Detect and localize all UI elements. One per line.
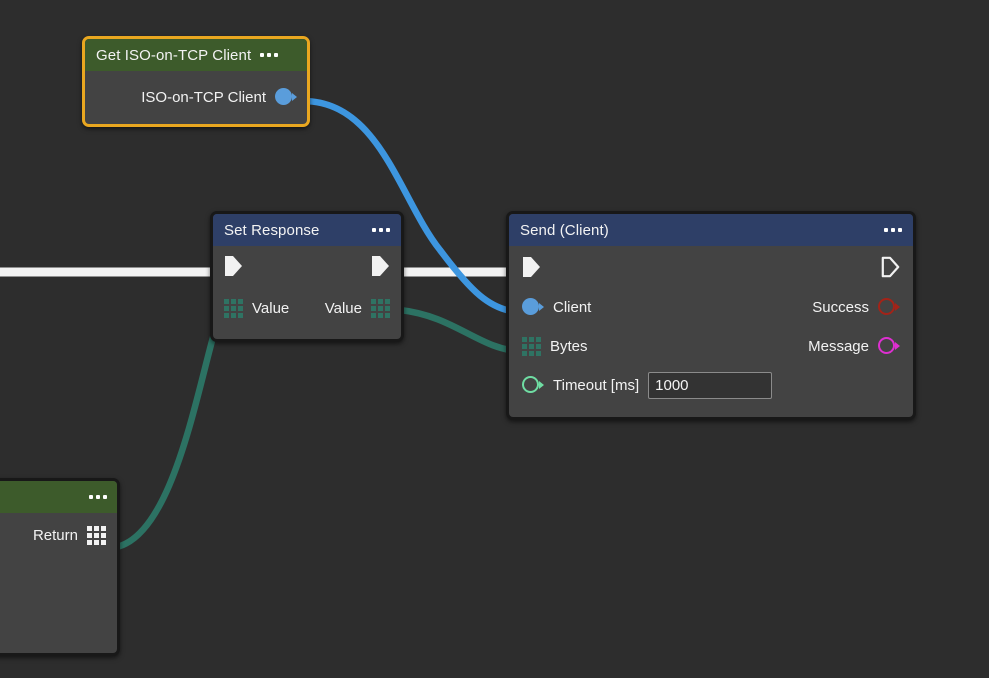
wire-return-to-send-bytes <box>106 302 524 552</box>
pin-label-input: Value <box>252 299 290 317</box>
exec-arrow-outline-icon[interactable] <box>881 256 900 278</box>
grid-3x3-teal-icon[interactable] <box>522 337 541 356</box>
pin-label-client: Client <box>553 299 592 316</box>
node-header[interactable]: Set Response <box>213 214 401 246</box>
node-title: Send (Client) <box>520 221 609 239</box>
exec-row <box>522 246 900 288</box>
grid-3x3-teal-icon[interactable] <box>224 298 243 318</box>
pin-label-timeout: Timeout [ms] <box>553 377 640 394</box>
grid-3x3-teal-icon[interactable] <box>371 298 390 318</box>
node-get-iso-on-tcp-client[interactable]: Get ISO-on-TCP Client ISO-on-TCP Client <box>82 36 310 127</box>
node-return[interactable]: Return <box>0 478 120 656</box>
pin-label-return: Return <box>32 527 78 544</box>
circle-ring-green-icon[interactable] <box>522 376 544 395</box>
pin-label: ISO-on-TCP Client <box>141 89 266 106</box>
node-body: ISO-on-TCP Client <box>85 71 307 124</box>
node-title: Get ISO-on-TCP Client <box>96 46 252 64</box>
value-row: Value Value <box>224 286 390 330</box>
node-header[interactable]: Get ISO-on-TCP Client <box>85 39 307 71</box>
pin-label-output: Value <box>324 299 362 317</box>
exec-arrow-filled-icon[interactable] <box>371 255 390 277</box>
grid-3x3-white-icon[interactable] <box>87 526 106 545</box>
circle-ring-magenta-icon[interactable] <box>878 337 900 356</box>
exec-arrow-filled-icon[interactable] <box>522 256 541 278</box>
pin-row-bytes: Bytes Message <box>522 327 900 366</box>
circle-filled-blue-icon[interactable] <box>275 88 297 107</box>
timeout-input[interactable] <box>648 372 773 399</box>
node-send-client[interactable]: Send (Client) <box>506 211 916 420</box>
ellipsis-icon[interactable] <box>260 53 279 57</box>
pin-label-message: Message <box>808 338 869 355</box>
node-title: Set Response <box>224 221 320 239</box>
node-body: Return <box>0 513 117 558</box>
exec-arrow-filled-icon[interactable] <box>224 255 243 277</box>
node-body: Client Success Bytes <box>509 246 913 405</box>
pin-row-client: Client Success <box>522 288 900 327</box>
node-header[interactable]: Send (Client) <box>509 214 913 246</box>
circle-filled-blue-icon[interactable] <box>522 298 544 317</box>
pin-label-success: Success <box>812 299 869 316</box>
node-set-response[interactable]: Set Response Value <box>210 211 404 342</box>
ellipsis-icon[interactable] <box>884 228 902 232</box>
pin-label-bytes: Bytes <box>550 338 588 355</box>
pin-row-return: Return <box>0 513 106 558</box>
ellipsis-icon[interactable] <box>372 228 390 232</box>
exec-row <box>224 246 390 286</box>
pin-row-timeout: Timeout [ms] <box>522 366 900 405</box>
ellipsis-icon[interactable] <box>89 495 107 499</box>
node-header[interactable] <box>0 481 117 513</box>
circle-ring-red-icon[interactable] <box>878 298 900 317</box>
output-row-iso-on-tcp-client: ISO-on-TCP Client <box>85 71 307 124</box>
node-body: Value Value <box>213 246 401 330</box>
